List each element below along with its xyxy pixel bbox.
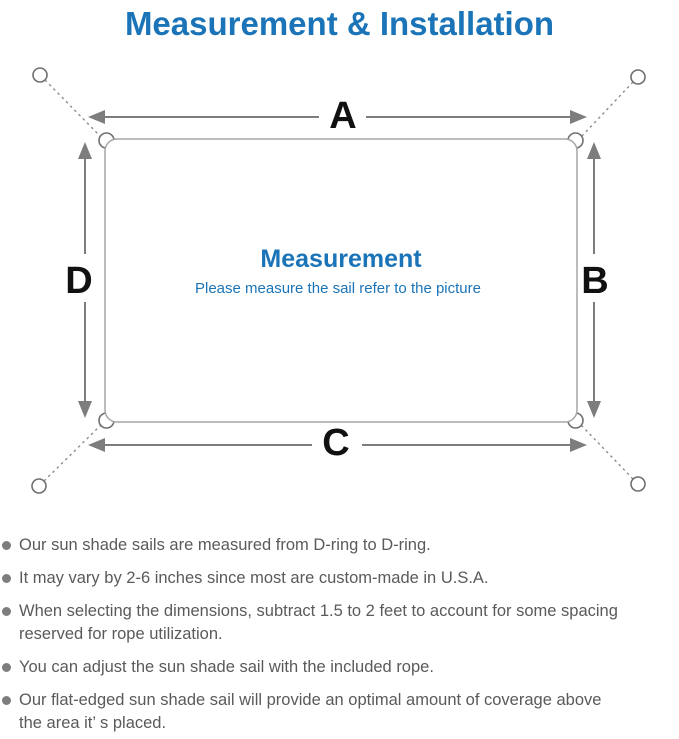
sail-measurement-diagram: A B C D Measurement Please measure the s… bbox=[31, 67, 646, 494]
note-text: It may vary by 2-6 inches since most are… bbox=[19, 569, 489, 587]
note-item: You can adjust the sun shade sail with t… bbox=[2, 656, 679, 679]
note-item: Our sun shade sails are measured from D-… bbox=[2, 534, 679, 557]
note-text: You can adjust the sun shade sail with t… bbox=[19, 658, 434, 676]
anchor-ring-top-right-icon bbox=[630, 69, 646, 85]
note-item: It may vary by 2-6 inches since most are… bbox=[2, 567, 679, 590]
dimension-label-b: B bbox=[581, 260, 608, 302]
rope-line-bottom-left bbox=[43, 424, 102, 482]
dimension-arrow-c bbox=[88, 438, 587, 452]
page-title: Measurement & Installation bbox=[124, 5, 555, 42]
bullet-icon bbox=[2, 574, 11, 583]
anchor-ring-bottom-right-icon bbox=[630, 476, 646, 492]
note-item: Our flat-edged sun shade sail will provi… bbox=[2, 689, 679, 735]
rope-line-top-right bbox=[580, 81, 634, 138]
bullet-icon bbox=[2, 607, 11, 616]
bullet-icon bbox=[2, 696, 11, 705]
note-text: Our flat-edged sun shade sail will provi… bbox=[19, 691, 602, 732]
dimension-label-a: A bbox=[329, 95, 356, 137]
bullet-icon bbox=[2, 663, 11, 672]
bullet-icon bbox=[2, 541, 11, 550]
dimension-arrow-d bbox=[78, 142, 92, 418]
dimension-label-c: C bbox=[322, 422, 349, 464]
rope-line-bottom-right bbox=[580, 424, 634, 480]
diagram-subheading: Please measure the sail refer to the pic… bbox=[195, 280, 481, 297]
dimension-arrow-b bbox=[587, 142, 601, 418]
diagram-heading: Measurement bbox=[260, 245, 422, 273]
anchor-ring-top-left-icon bbox=[32, 67, 48, 83]
note-text: When selecting the dimensions, subtract … bbox=[19, 602, 618, 643]
notes-list: Our sun shade sails are measured from D-… bbox=[2, 534, 679, 739]
note-item: When selecting the dimensions, subtract … bbox=[2, 600, 679, 646]
shade-sail-outline bbox=[104, 138, 578, 423]
rope-line-top-left bbox=[44, 79, 102, 138]
anchor-ring-bottom-left-icon bbox=[31, 478, 47, 494]
dimension-label-d: D bbox=[65, 260, 92, 302]
dimension-arrow-a bbox=[88, 110, 587, 124]
note-text: Our sun shade sails are measured from D-… bbox=[19, 536, 431, 554]
